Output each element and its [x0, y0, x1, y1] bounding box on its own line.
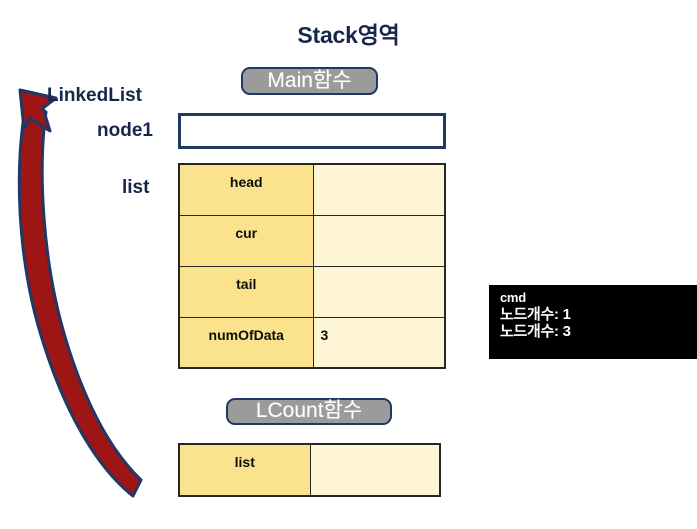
list-struct-table: head cur tail numOfData 3 — [178, 163, 446, 369]
row-key-cur: cur — [178, 214, 314, 267]
console-line-title: cmd — [500, 290, 526, 305]
console-line-2: 노드개수: 3 — [500, 323, 571, 341]
row-value-head — [312, 163, 446, 216]
row-key-head: head — [178, 163, 314, 216]
row-key-list: list — [178, 443, 311, 497]
label-node1: node1 — [97, 120, 153, 141]
cmd-console-window: cmd 노드개수: 1 노드개수: 3 — [489, 285, 697, 359]
label-linkedlist: LinkedList — [47, 85, 143, 106]
row-key-tail: tail — [178, 265, 314, 318]
node1-value-box — [178, 113, 446, 149]
table-row: cur — [178, 214, 446, 267]
table-row: tail — [178, 265, 446, 318]
console-line-1: 노드개수: 1 — [500, 305, 571, 323]
row-key-numofdata: numOfData — [178, 316, 314, 369]
table-row: numOfData 3 — [178, 316, 446, 369]
table-row: list — [178, 443, 441, 497]
table-row: head — [178, 163, 446, 216]
label-list: list — [122, 177, 150, 198]
lcount-struct-table: list — [178, 443, 441, 497]
row-value-numofdata: 3 — [312, 316, 446, 369]
row-value-list — [309, 443, 441, 497]
badge-main-function: Main함수 — [241, 67, 378, 95]
row-value-tail — [312, 265, 446, 318]
page-title: Stack영역 — [297, 22, 400, 48]
badge-lcount-function: LCount함수 — [226, 398, 392, 425]
row-value-cur — [312, 214, 446, 267]
